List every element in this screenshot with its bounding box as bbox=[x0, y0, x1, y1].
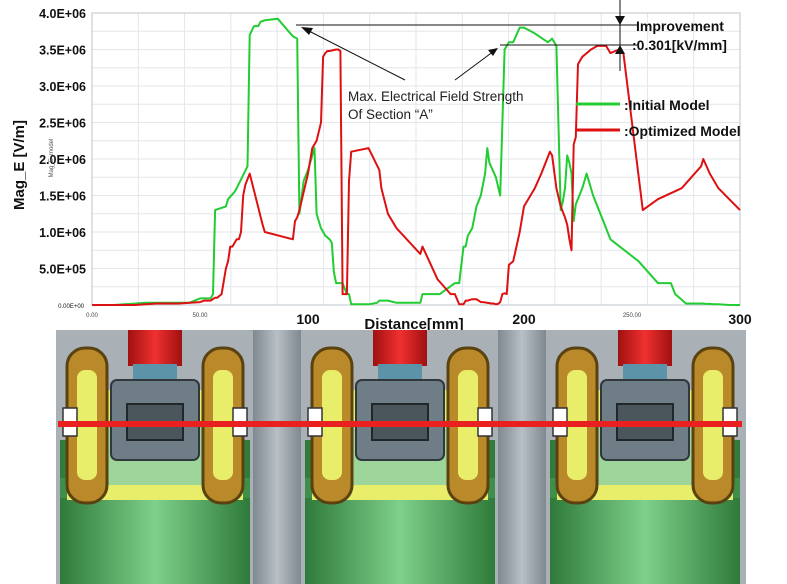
peak-pointer-left bbox=[304, 28, 406, 81]
connector-unit bbox=[550, 330, 740, 584]
conductor-neck bbox=[133, 364, 177, 380]
y-tick-label: 1.5E+06 bbox=[39, 190, 86, 204]
improvement-arrow-down-icon bbox=[615, 16, 625, 25]
red-conductor bbox=[373, 330, 427, 366]
peak-pointer-right bbox=[454, 50, 495, 81]
legend-optimized-label: :Optimized Model bbox=[624, 123, 741, 139]
field-strength-chart: 0.00E+00 5.0E+05 1.0E+06 1.5E+06 2.0E+06 2.5E… bbox=[11, 0, 752, 330]
connector-unit bbox=[305, 330, 495, 584]
axis-ticks: 0.00E+00 5.0E+05 1.0E+06 1.5E+06 2.0E+06 2.5E… bbox=[39, 7, 752, 327]
y-tick-label: 2.5E+06 bbox=[39, 117, 86, 131]
peak-label-line-1: Max. Electrical Field Strength bbox=[348, 89, 524, 104]
improvement-value: :0.301[kV/mm] bbox=[632, 37, 727, 53]
x-tick-label: 300 bbox=[728, 311, 752, 327]
x-tick-label-small: 250.00 bbox=[623, 313, 642, 319]
improvement-label: Improvement bbox=[636, 18, 724, 34]
peak-arrow-right-icon bbox=[488, 48, 498, 56]
improvement-arrow-up-icon bbox=[615, 45, 625, 54]
y-tick-label: 3.0E+06 bbox=[39, 80, 86, 94]
vertical-tag-label: Mag_E_model bbox=[49, 139, 55, 178]
red-conductor bbox=[618, 330, 672, 366]
y-tick-label: 0.00E+00 bbox=[58, 304, 85, 310]
improvement-annotation: Improvement :0.301[kV/mm] bbox=[296, 0, 727, 71]
conductor-neck bbox=[623, 364, 667, 380]
left-divider-bar bbox=[253, 330, 301, 584]
x-tick-label: 200 bbox=[512, 311, 536, 327]
connector-units bbox=[60, 330, 740, 584]
y-tick-label: 1.0E+06 bbox=[39, 226, 86, 240]
legend-initial-label: :Initial Model bbox=[624, 97, 710, 113]
x-axis-label: Distance[mm] bbox=[364, 316, 463, 330]
y-tick-label: 3.5E+06 bbox=[39, 44, 86, 58]
right-divider-bar bbox=[498, 330, 546, 584]
x-tick-label-small: 0.00 bbox=[86, 313, 98, 319]
y-tick-label: 5.0E+05 bbox=[39, 263, 86, 277]
peak-annotation: Max. Electrical Field Strength Of Sectio… bbox=[301, 27, 524, 122]
x-tick-label: 100 bbox=[296, 311, 320, 327]
conductor-neck bbox=[378, 364, 422, 380]
x-tick-label-small: 50.00 bbox=[192, 313, 208, 319]
chart-legend: :Initial Model :Optimized Model bbox=[576, 97, 741, 139]
chart-grid bbox=[92, 13, 740, 305]
y-axis-label: Mag_E [V/m] bbox=[11, 120, 28, 210]
series-initial-model-line bbox=[92, 17, 740, 306]
series-optimized-model-line bbox=[92, 44, 741, 306]
plot-frame bbox=[91, 12, 741, 306]
connector-unit bbox=[60, 330, 250, 584]
chart-series bbox=[92, 17, 741, 306]
y-tick-label: 2.0E+06 bbox=[39, 153, 86, 167]
section-a-cross-section bbox=[56, 330, 746, 584]
peak-label-line-2: Of Section “A” bbox=[348, 107, 433, 122]
peak-arrow-left-icon bbox=[301, 27, 313, 35]
red-conductor bbox=[128, 330, 182, 366]
y-tick-label: 4.0E+06 bbox=[39, 7, 86, 21]
